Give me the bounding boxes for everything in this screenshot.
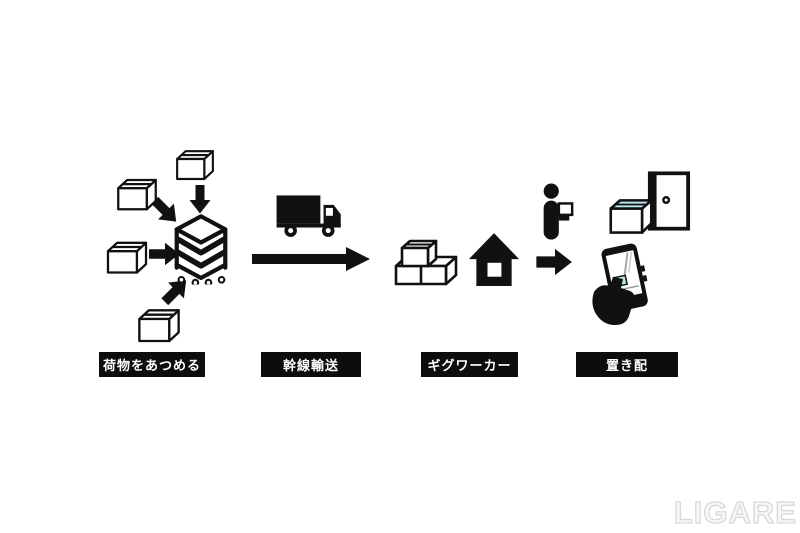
package-box-icon <box>105 239 149 274</box>
hand-phone-photo-icon <box>590 242 656 326</box>
package-box-icon <box>175 147 215 181</box>
stage-label-collect-packages: 荷物をあつめる <box>99 352 205 377</box>
arrow-right-icon <box>531 247 579 277</box>
arrow-down-icon <box>187 185 213 215</box>
package-stack-icon <box>394 238 458 288</box>
house-icon <box>468 231 520 289</box>
package-box-accent-icon <box>608 194 654 238</box>
ligare-watermark: LIGARE <box>673 494 797 530</box>
stage-label-trunk-transport: 幹線輸送 <box>261 352 361 377</box>
package-box-icon <box>137 306 181 343</box>
stage-label-unattended-delivery: 置き配 <box>576 352 678 377</box>
cage-cart-icon <box>173 213 229 285</box>
stage-label-gig-worker: ギグワーカー <box>421 352 518 377</box>
truck-icon <box>275 190 347 240</box>
arrow-right-long-icon <box>252 246 372 272</box>
courier-with-package-icon <box>537 183 575 241</box>
